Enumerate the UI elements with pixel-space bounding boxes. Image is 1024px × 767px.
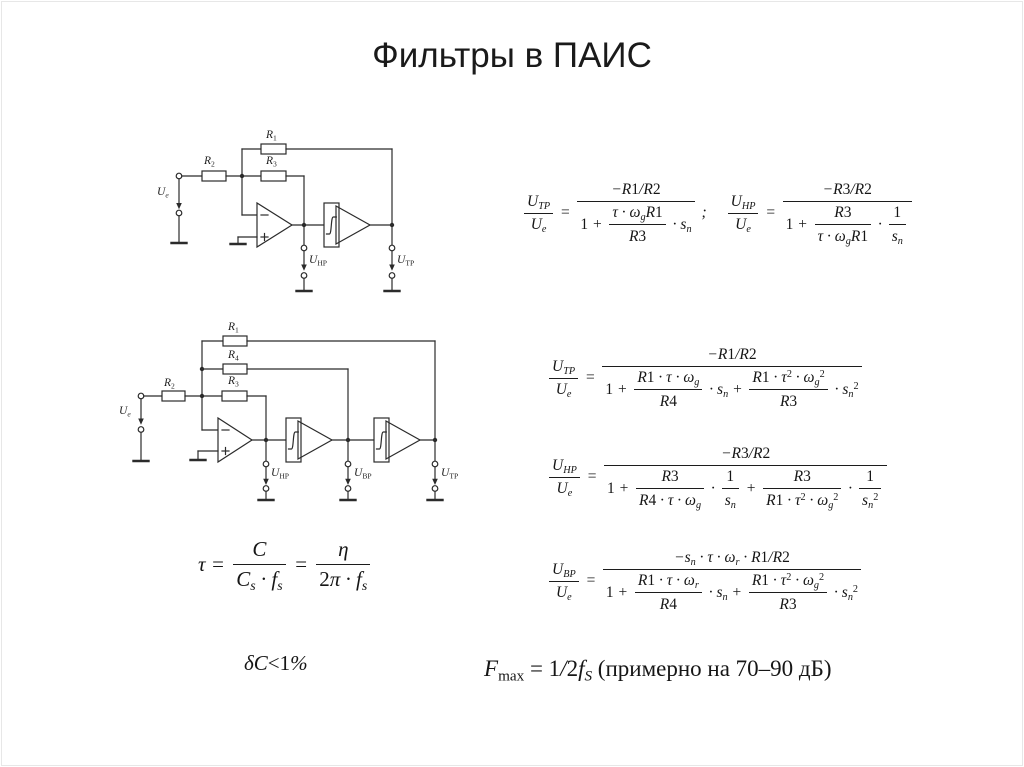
integrator [323, 202, 393, 248]
slide-title: Фильтры в ПАИС [372, 36, 652, 75]
label-uhp: UHP [271, 467, 289, 481]
output-bp-terminal [339, 439, 357, 502]
label-utp: UTP [397, 254, 415, 268]
resistor-r1 [201, 335, 436, 441]
label-r2: R2 [204, 155, 215, 169]
circuit-diagram-first-order-filter: R1 R2 R3 Ue UHP UTP [140, 110, 440, 310]
resistor-r2 [201, 170, 262, 182]
fmax-note: (примерно на 70–90 дБ) [592, 656, 832, 681]
label-r2: R2 [164, 377, 175, 391]
label-uhp: UHP [309, 254, 327, 268]
circuit-diagram-second-order-filter: R1 R4 R3 R2 Ue UHP UBP UTP [100, 310, 460, 510]
circuit2-svg [132, 335, 444, 502]
input-terminal [132, 392, 163, 463]
label-ue: Ue [119, 405, 131, 419]
integrator-1 [285, 417, 375, 463]
resistor-r4 [201, 363, 349, 441]
output-hp-terminal [257, 439, 275, 502]
junction-dots [199, 366, 438, 443]
output-tp-terminal [383, 224, 401, 293]
resistor-r2 [161, 390, 223, 402]
label-ubp: UBP [354, 467, 372, 481]
fmax-math: Fmax = 1/2fS [484, 656, 593, 685]
label-r3: R3 [266, 155, 277, 169]
formula-fmax: Fmax = 1/2fS (примерно на 70–90 дБ) [484, 656, 832, 685]
label-ue: Ue [157, 186, 169, 200]
resistor-r3 [260, 170, 305, 226]
label-r1: R1 [266, 129, 277, 143]
input-terminal [170, 172, 203, 245]
opamp [189, 416, 254, 464]
opamp [229, 201, 294, 249]
label-r3: R3 [228, 375, 239, 389]
formula-delta-c: δC < 1% [244, 651, 308, 675]
label-utp: UTP [441, 467, 459, 481]
label-r1: R1 [228, 321, 239, 335]
resistor-r3 [221, 390, 267, 441]
output-tp-terminal [426, 439, 444, 502]
circuit1-svg [170, 143, 401, 293]
resistor-r1 [241, 143, 393, 226]
integrator-2 [373, 417, 436, 463]
output-hp-terminal [295, 224, 313, 293]
junction-dots [239, 173, 395, 228]
label-r4: R4 [228, 349, 239, 363]
